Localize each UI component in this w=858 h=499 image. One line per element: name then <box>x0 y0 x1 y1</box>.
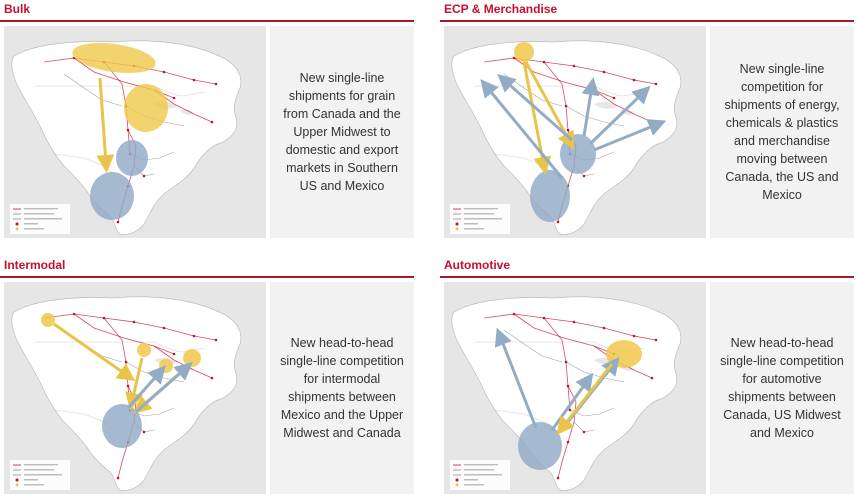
quadrant-title: ECP & Merchandise <box>444 2 558 16</box>
mexico-region <box>102 404 142 448</box>
description-text: New single-line competition for shipment… <box>724 62 840 202</box>
blue-arrow-2 <box>480 79 564 179</box>
mexico-region <box>530 170 570 222</box>
blue-arrow-3 <box>581 77 600 137</box>
map-graphic <box>9 296 242 492</box>
yellow-arrow-1 <box>522 61 552 175</box>
network-map <box>4 282 266 494</box>
network-map <box>444 282 706 494</box>
yellow-arrow-2 <box>524 61 575 150</box>
grain-arrow <box>96 77 115 173</box>
grain-origin-region <box>72 42 156 74</box>
yellow-arrow-1 <box>53 322 136 382</box>
description-text: New single-line shipments for grain from… <box>283 71 401 193</box>
description-panel: New single-line competition for shipment… <box>710 26 854 238</box>
upper-midwest-region <box>124 84 168 132</box>
vancouver-region <box>41 313 55 327</box>
quadrant-title: Bulk <box>4 2 31 16</box>
network-map <box>444 26 706 238</box>
blue-arrow-2 <box>135 362 193 414</box>
description-text: New head-to-head single-line competition… <box>280 336 404 440</box>
title-rule <box>0 20 414 22</box>
title-rule <box>440 276 854 278</box>
map-graphic <box>449 296 682 492</box>
map-graphic <box>9 40 242 236</box>
southern-us-region <box>116 140 148 176</box>
description-text: New head-to-head single-line competition… <box>720 336 844 440</box>
map-graphic <box>449 40 682 236</box>
blue-arrow-1 <box>126 365 166 409</box>
mexico-region <box>518 422 562 470</box>
midwest-region-2 <box>159 359 173 373</box>
quadrant-title: Automotive <box>444 258 510 272</box>
title-rule <box>0 276 414 278</box>
us-gulf-region <box>560 134 596 174</box>
yellow-arrow-2 <box>125 357 144 411</box>
network-map <box>4 26 266 238</box>
quadrant-title: Intermodal <box>4 258 66 272</box>
blue-arrow-4 <box>588 85 651 146</box>
description-panel: New single-line shipments for grain from… <box>270 26 414 238</box>
yellow-arrow-1 <box>556 363 614 436</box>
blue-arrow-1 <box>497 74 573 142</box>
midwest-region-1 <box>137 343 151 357</box>
canada-region <box>514 42 534 62</box>
mexico-region <box>90 172 134 220</box>
description-panel: New head-to-head single-line competition… <box>710 282 854 494</box>
description-panel: New head-to-head single-line competition… <box>270 282 414 494</box>
blue-arrow-1 <box>494 327 538 429</box>
blue-arrow-5 <box>593 119 667 152</box>
title-rule <box>440 20 854 22</box>
eastern-canada-region <box>183 349 201 367</box>
